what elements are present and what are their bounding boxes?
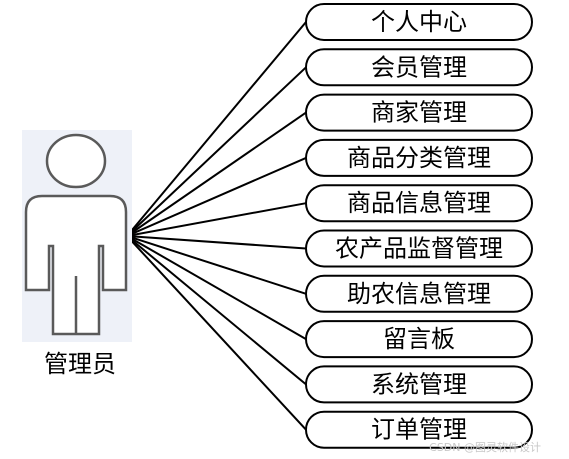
module-label: 订单管理 <box>371 416 467 444</box>
module-box <box>305 410 533 449</box>
connector-line <box>126 235 307 250</box>
module-box <box>305 138 533 177</box>
module-label: 商品信息管理 <box>347 189 491 217</box>
module-node: 商家管理 <box>305 93 533 132</box>
module-node: 会员管理 <box>305 48 533 87</box>
module-label: 商家管理 <box>371 99 467 127</box>
module-node: 助农信息管理 <box>305 274 533 313</box>
module-node: 商品信息管理 <box>305 184 533 223</box>
module-label: 会员管理 <box>371 53 467 81</box>
connector-line <box>126 235 307 340</box>
watermark: CSDN @图灵软件设计 <box>429 441 541 454</box>
module-box <box>305 229 533 268</box>
module-label: 助农信息管理 <box>347 280 491 308</box>
module-label: 留言板 <box>383 325 455 353</box>
person-icon <box>24 133 128 336</box>
connector-line <box>126 202 307 237</box>
module-node: 个人中心 <box>305 3 533 41</box>
module-label: 系统管理 <box>371 370 467 398</box>
module-box <box>305 365 533 404</box>
connector-line <box>126 156 307 237</box>
module-box <box>305 48 533 87</box>
module-node: 农产品监督管理 <box>305 229 533 268</box>
connector-line <box>126 66 307 237</box>
module-list: 个人中心会员管理商家管理商品分类管理商品信息管理农产品监督管理助农信息管理留言板… <box>305 3 533 449</box>
module-node: 留言板 <box>305 320 533 359</box>
module-box <box>305 184 533 223</box>
actor-figure <box>22 130 132 342</box>
module-box <box>305 3 533 41</box>
module-node: 商品分类管理 <box>305 138 533 177</box>
module-box <box>305 320 533 359</box>
module-box <box>305 274 533 313</box>
connector-line <box>126 235 307 386</box>
actor-torso <box>24 194 128 336</box>
module-label: 农产品监督管理 <box>335 235 503 263</box>
module-label: 商品分类管理 <box>347 144 491 172</box>
module-node: 系统管理 <box>305 365 533 404</box>
actor-label: 管理员 <box>44 350 116 378</box>
module-node: 订单管理 <box>305 410 533 449</box>
connector-line <box>126 111 307 237</box>
actor-head <box>45 133 107 189</box>
connector-line <box>126 21 307 237</box>
module-label: 个人中心 <box>371 8 467 36</box>
connector-lines <box>126 21 307 431</box>
module-box <box>305 93 533 132</box>
connector-line <box>126 235 307 431</box>
connector-line <box>126 235 307 295</box>
